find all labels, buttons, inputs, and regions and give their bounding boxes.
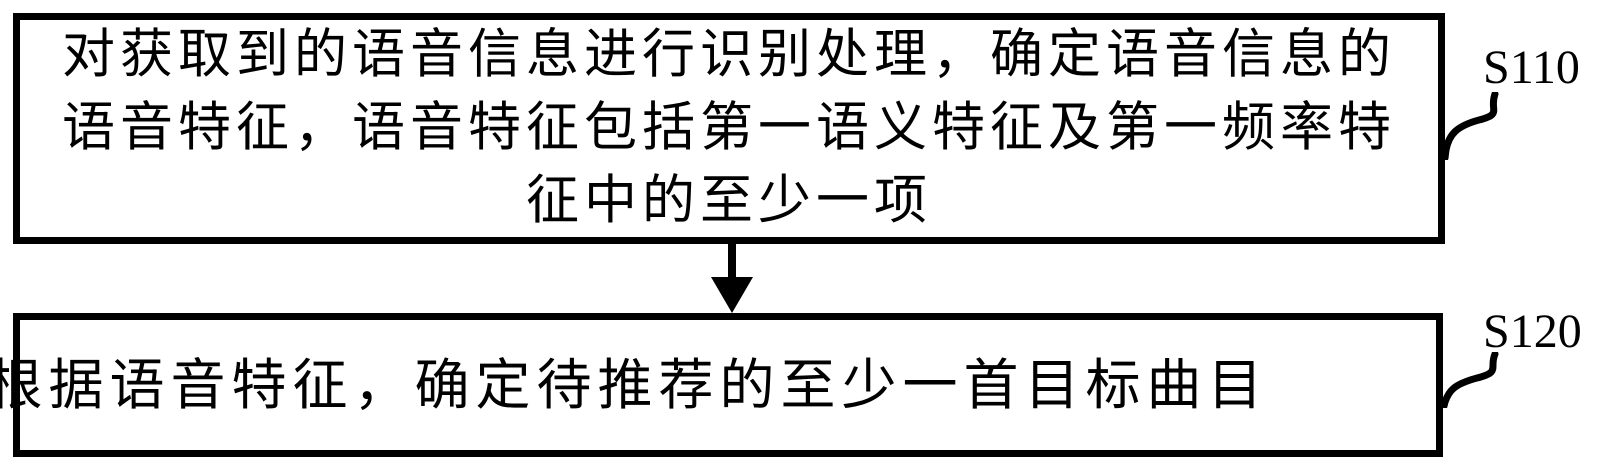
step-box-s110: 对获取到的语音信息进行识别处理，确定语音信息的 语音特征，语音特征包括第一语义特… — [13, 13, 1445, 244]
leader-line-s110 — [1441, 92, 1499, 160]
step-s110-text-line-2: 语音特征，语音特征包括第一语义特征及第一频率特 — [62, 99, 1396, 157]
step-s110-text-line-3: 征中的至少一项 — [526, 172, 932, 230]
down-arrow-head — [711, 277, 753, 313]
step-box-s120: 根据语音特征，确定待推荐的至少一首目标曲目 — [0, 313, 1443, 457]
leader-line-s120 — [1440, 352, 1499, 408]
down-arrow-shaft — [728, 243, 736, 283]
step-label-s120: S120 — [1483, 305, 1582, 358]
step-s110-text-line-1: 对获取到的语音信息进行识别处理，确定语音信息的 — [62, 26, 1396, 84]
down-arrow-icon — [711, 243, 753, 313]
step-label-s110: S110 — [1483, 41, 1580, 94]
step-s120-text-line-1: 根据语音特征，确定待推荐的至少一首目标曲目 — [0, 354, 1269, 416]
